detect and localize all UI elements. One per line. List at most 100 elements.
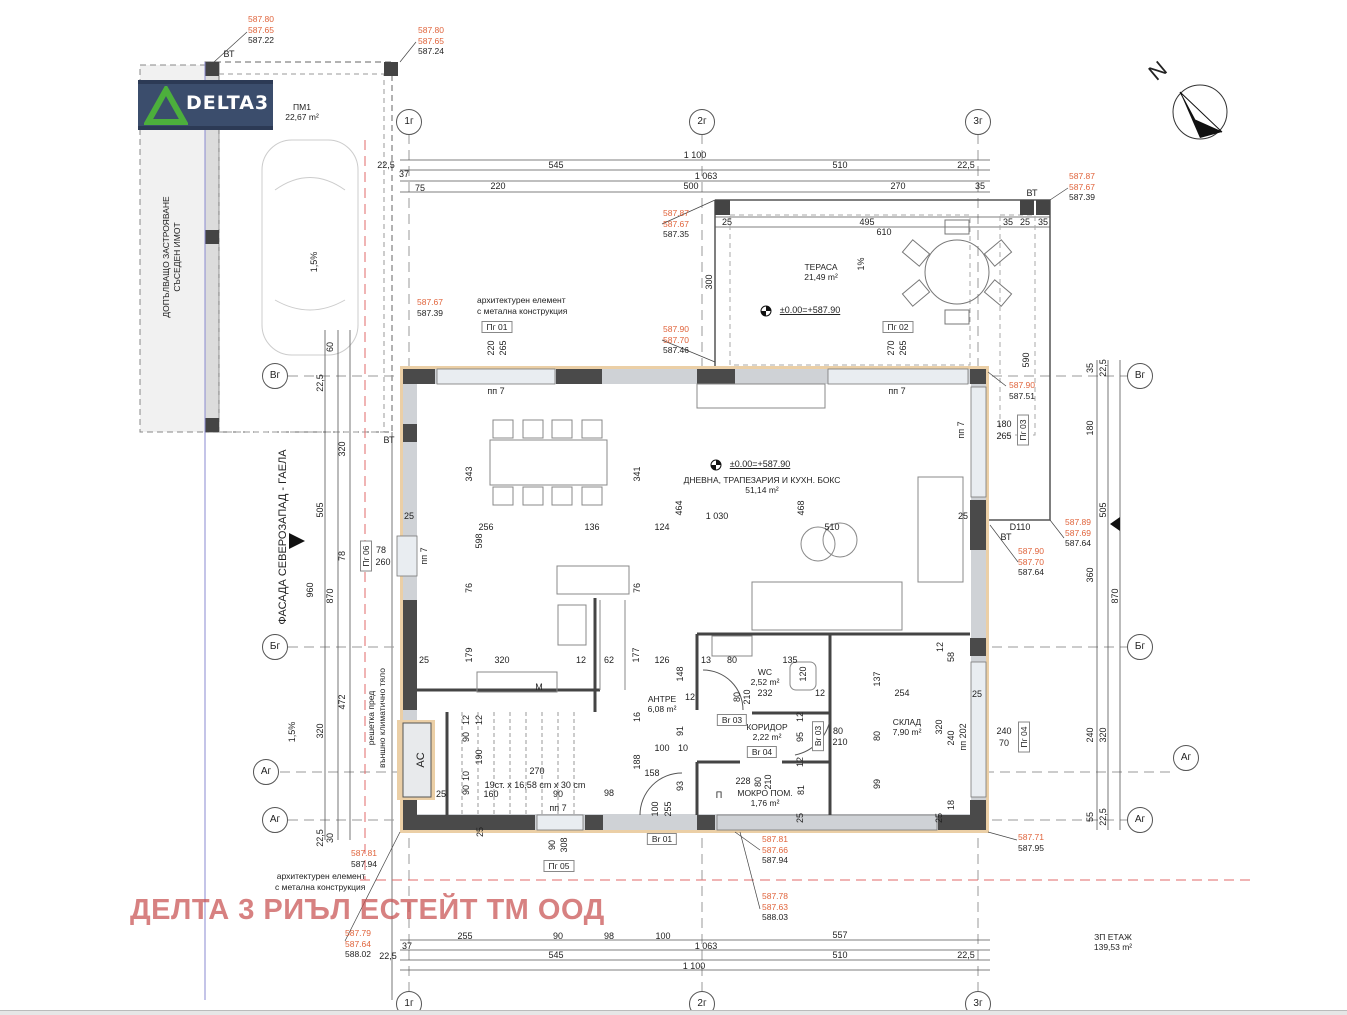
dimension-label: 30 xyxy=(325,832,335,844)
interior-walls xyxy=(417,598,970,815)
dimension-label: 870 xyxy=(1110,588,1120,604)
logo-text: DELTA3 xyxy=(186,92,270,114)
dimension-label: 124 xyxy=(654,522,670,532)
level-mark: ±0.00=+587.90 xyxy=(729,459,791,469)
level-symbol-icon xyxy=(710,305,772,471)
dimension-label: 545 xyxy=(548,160,564,170)
terrain-elevation: 587.94 xyxy=(351,858,377,869)
dimension-label: 136 xyxy=(584,522,600,532)
dimension-label: пп 7 xyxy=(549,803,567,813)
dimension-label: 22,5 xyxy=(377,160,395,170)
dimension-label: 95 xyxy=(795,731,805,743)
dimension-label: 37 xyxy=(398,169,410,179)
dimension-label: 90 xyxy=(461,731,471,743)
washer-label: M xyxy=(535,682,543,692)
dimension-label: 80 xyxy=(732,691,742,703)
column xyxy=(205,62,219,76)
dimension-label: 100 xyxy=(655,931,671,941)
dimension-label: 70 xyxy=(998,738,1010,748)
design-elevation: 587.66 xyxy=(762,844,788,855)
terrain-elevation: 587.51 xyxy=(1009,390,1035,401)
dimension-label: 22,5 xyxy=(315,829,325,847)
grid-bubble-1g: 1г xyxy=(396,109,422,135)
dimension-label: 265 xyxy=(898,340,908,356)
drain-label: D110 xyxy=(1009,522,1031,532)
column xyxy=(384,62,398,76)
dimension-label: 545 xyxy=(548,950,564,960)
terrain-elevation: 587.64 xyxy=(1065,538,1091,548)
dimension-label: 60 xyxy=(325,341,335,353)
design-elevation: 587.87 xyxy=(663,208,689,218)
dimension-label: 148 xyxy=(675,666,685,682)
dimension-label: 610 xyxy=(876,227,892,237)
dimension-label: 93 xyxy=(675,780,685,792)
dimension-label: 22,5 xyxy=(379,951,397,961)
dimension-label: 255 xyxy=(663,801,673,817)
dimension-label: пп 7 xyxy=(487,386,505,396)
dimension-label: 240 xyxy=(1085,727,1095,743)
grid-bubble-ag: Аг xyxy=(262,807,288,833)
dimension-label: 210 xyxy=(742,689,752,705)
design-elevation: 587.79 xyxy=(345,928,371,938)
dimension-label: 160 xyxy=(483,789,499,799)
window-tag: Пг 04 xyxy=(1018,721,1030,753)
dimension-label: 510 xyxy=(832,160,848,170)
dimension-label: 75 xyxy=(414,183,426,193)
downpipe-label: ВТ xyxy=(1026,188,1038,198)
dimension-label: 22,5 xyxy=(1098,359,1108,377)
grid-bubble-bg: Бг xyxy=(1127,634,1153,660)
dimension-label: 10 xyxy=(461,770,471,782)
design-elevation: 587.78 xyxy=(762,891,788,901)
dimension-label: 16 xyxy=(632,711,642,723)
terrain-elevation: 587.39 xyxy=(417,307,443,318)
dimension-label: 210 xyxy=(832,737,848,747)
dimension-label: 265 xyxy=(996,431,1012,441)
ac-unit-label: AC xyxy=(415,752,427,768)
dimension-label: пп 7 xyxy=(419,547,429,565)
dimension-label: 98 xyxy=(603,931,615,941)
dimension-label: 177 xyxy=(631,647,641,663)
stair-lines xyxy=(461,712,575,815)
regulation-lines xyxy=(360,140,1250,881)
dimension-label: 1 063 xyxy=(694,941,718,951)
design-elevation: 587.64 xyxy=(345,938,371,949)
door-tag: Br 04 xyxy=(746,746,778,758)
dimension-label: 960 xyxy=(305,582,315,598)
dimension-label: 320 xyxy=(315,723,325,739)
dimension-label: 81 xyxy=(796,784,806,796)
design-elevation: 587.90 xyxy=(663,324,689,334)
slope-label: 1,5% xyxy=(287,721,297,743)
dimension-label: 510 xyxy=(824,522,840,532)
dimension-label: 35 xyxy=(1002,217,1014,227)
car-outline xyxy=(261,139,359,356)
dimension-label: 220 xyxy=(490,181,506,191)
downpipe-label: ВТ xyxy=(383,435,395,445)
dimension-label: 180 xyxy=(1085,420,1095,436)
room-wet: МОКРО ПОМ.1,76 m² xyxy=(737,788,793,808)
design-elevation: 587.80 xyxy=(248,14,274,24)
slope-label: 1,5% xyxy=(309,251,319,273)
grid-bubble-bg: Бг xyxy=(262,634,288,660)
dimension-label: 158 xyxy=(644,768,660,778)
logo-triangle-icon xyxy=(144,86,188,125)
terrain-elevation: 587.95 xyxy=(1018,842,1044,853)
design-elevation: 587.80 xyxy=(418,25,444,35)
dimension-label: 500 xyxy=(683,181,699,191)
dimension-label: 12 xyxy=(684,692,696,702)
dimension-label: 25 xyxy=(795,812,805,824)
viewer-bottom-bar xyxy=(0,1010,1347,1015)
dimension-label: 25 xyxy=(403,511,415,521)
